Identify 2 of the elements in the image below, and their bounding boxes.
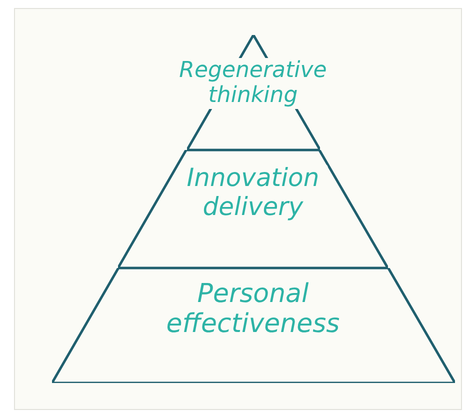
level-label: Regenerative thinking — [178, 58, 328, 109]
level-label: Innovation delivery — [178, 164, 328, 222]
